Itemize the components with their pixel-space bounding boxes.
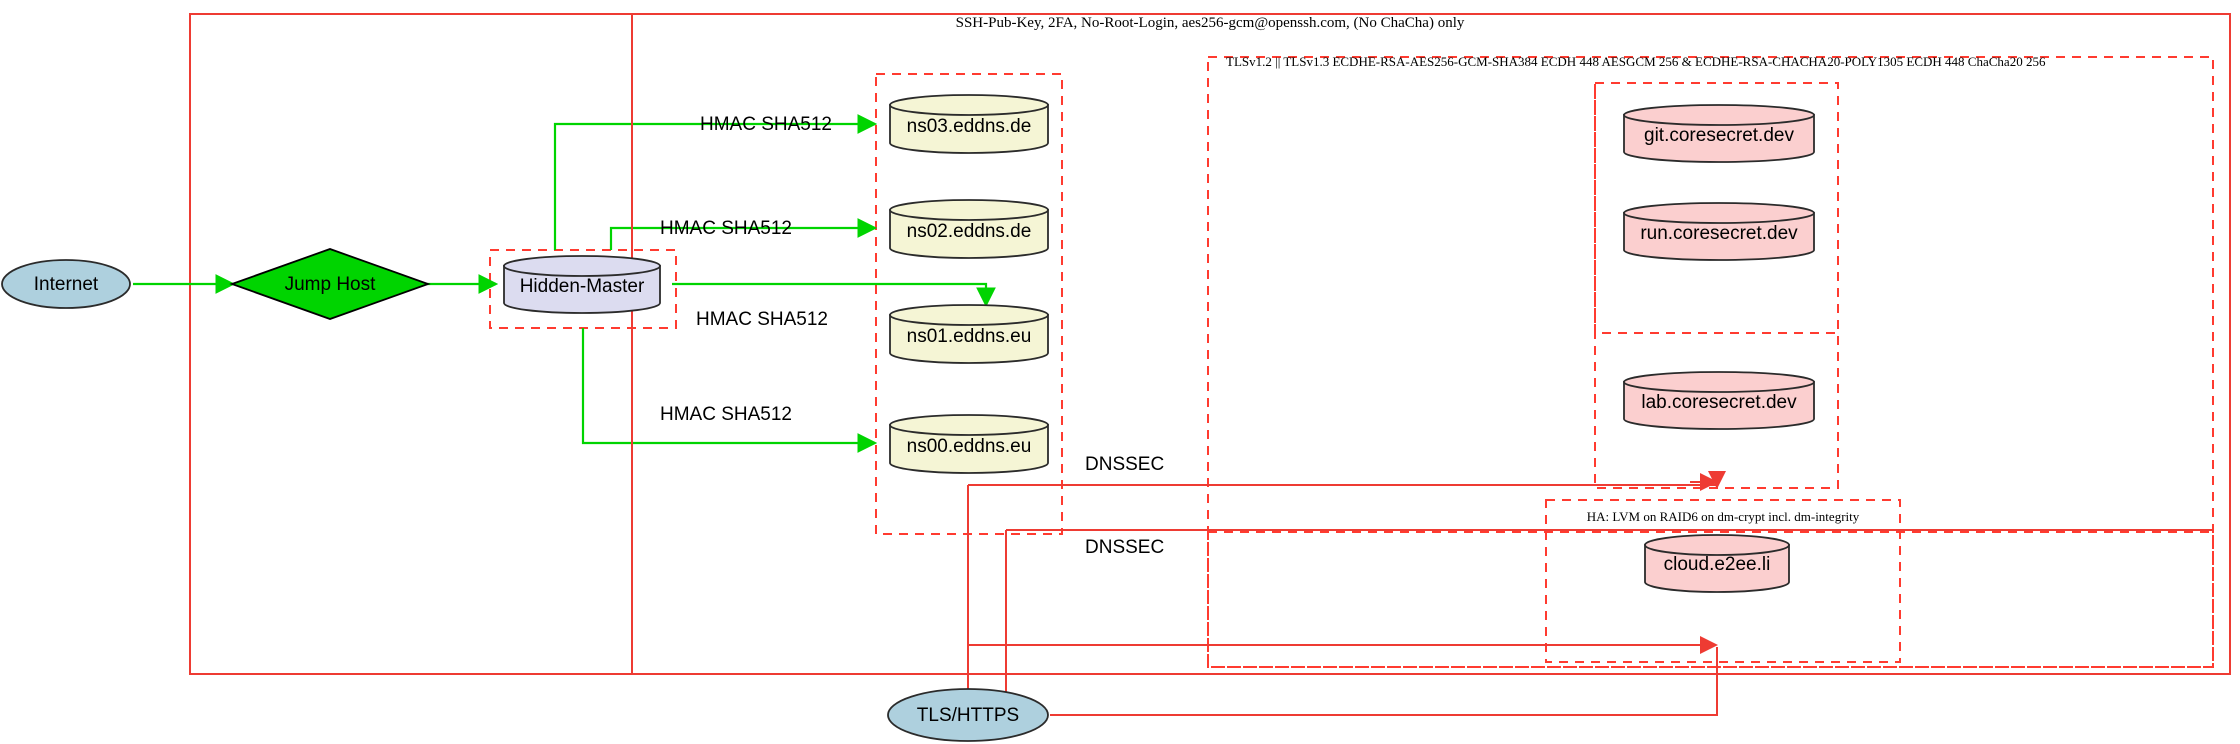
edge-master-ns00 (581, 328, 878, 453)
node-jump-host[interactable]: Jump Host (229, 248, 431, 320)
node-ns02-label: ns02.eddns.de (907, 221, 1032, 242)
node-ns00-label: ns00.eddns.eu (907, 436, 1032, 457)
node-cloud-e2ee[interactable]: cloud.e2ee.li (1644, 534, 1790, 593)
edge-label-hmac-ns03: HMAC SHA512 (700, 114, 832, 135)
node-ns01[interactable]: ns01.eddns.eu (889, 304, 1049, 364)
node-lab-coresecret[interactable]: lab.coresecret.dev (1623, 371, 1815, 430)
node-lab-label: lab.coresecret.dev (1641, 392, 1797, 413)
edge-tlshttps-right (1050, 647, 1718, 716)
edge-label-hmac-ns00: HMAC SHA512 (660, 404, 792, 425)
node-ns03-label: ns03.eddns.de (907, 116, 1032, 137)
edge-label-dnssec-1: DNSSEC (1085, 454, 1164, 475)
node-hidden-master[interactable]: Hidden-Master (503, 255, 661, 314)
edge-label-hmac-ns01: HMAC SHA512 (696, 309, 828, 330)
tls-cluster-boundary (1207, 56, 2214, 668)
edge-master-ns01 (672, 282, 996, 308)
node-ns03[interactable]: ns03.eddns.de (889, 94, 1049, 154)
node-ns01-label: ns01.eddns.eu (907, 326, 1032, 347)
ha-cluster-label: HA: LVM on RAID6 on dm-crypt incl. dm-in… (1587, 509, 1860, 524)
node-tls-https[interactable]: TLS/HTTPS (887, 688, 1049, 742)
tls-cluster-label: TLSv1.2 || TLSv1.3 ECDHE-RSA-AES256-GCM-… (1226, 54, 2046, 69)
edge-label-dnssec-2: DNSSEC (1085, 537, 1164, 558)
node-git-label: git.coresecret.dev (1644, 125, 1794, 146)
node-run-label: run.coresecret.dev (1640, 223, 1798, 244)
node-run-coresecret[interactable]: run.coresecret.dev (1623, 202, 1815, 261)
edge-master-ns03 (553, 114, 878, 250)
node-ns02[interactable]: ns02.eddns.de (889, 199, 1049, 259)
node-jump-host-label: Jump Host (285, 274, 377, 295)
node-git-coresecret[interactable]: git.coresecret.dev (1623, 104, 1815, 163)
cloud-region-boundary (1207, 531, 2214, 668)
node-internet[interactable]: Internet (1, 259, 131, 309)
ssh-cluster-label: SSH-Pub-Key, 2FA, No-Root-Login, aes256-… (956, 15, 1465, 31)
edge-label-hmac-ns02: HMAC SHA512 (660, 218, 792, 239)
node-cloud-label: cloud.e2ee.li (1664, 554, 1771, 575)
ssh-cluster-boundary (189, 13, 2231, 675)
node-internet-label: Internet (34, 274, 99, 295)
ha-cluster-boundary (1545, 499, 1901, 663)
node-hidden-master-label: Hidden-Master (520, 276, 645, 297)
node-ns00[interactable]: ns00.eddns.eu (889, 414, 1049, 474)
edge-master-ns02 (609, 218, 878, 250)
node-tls-https-label: TLS/HTTPS (917, 705, 1019, 726)
